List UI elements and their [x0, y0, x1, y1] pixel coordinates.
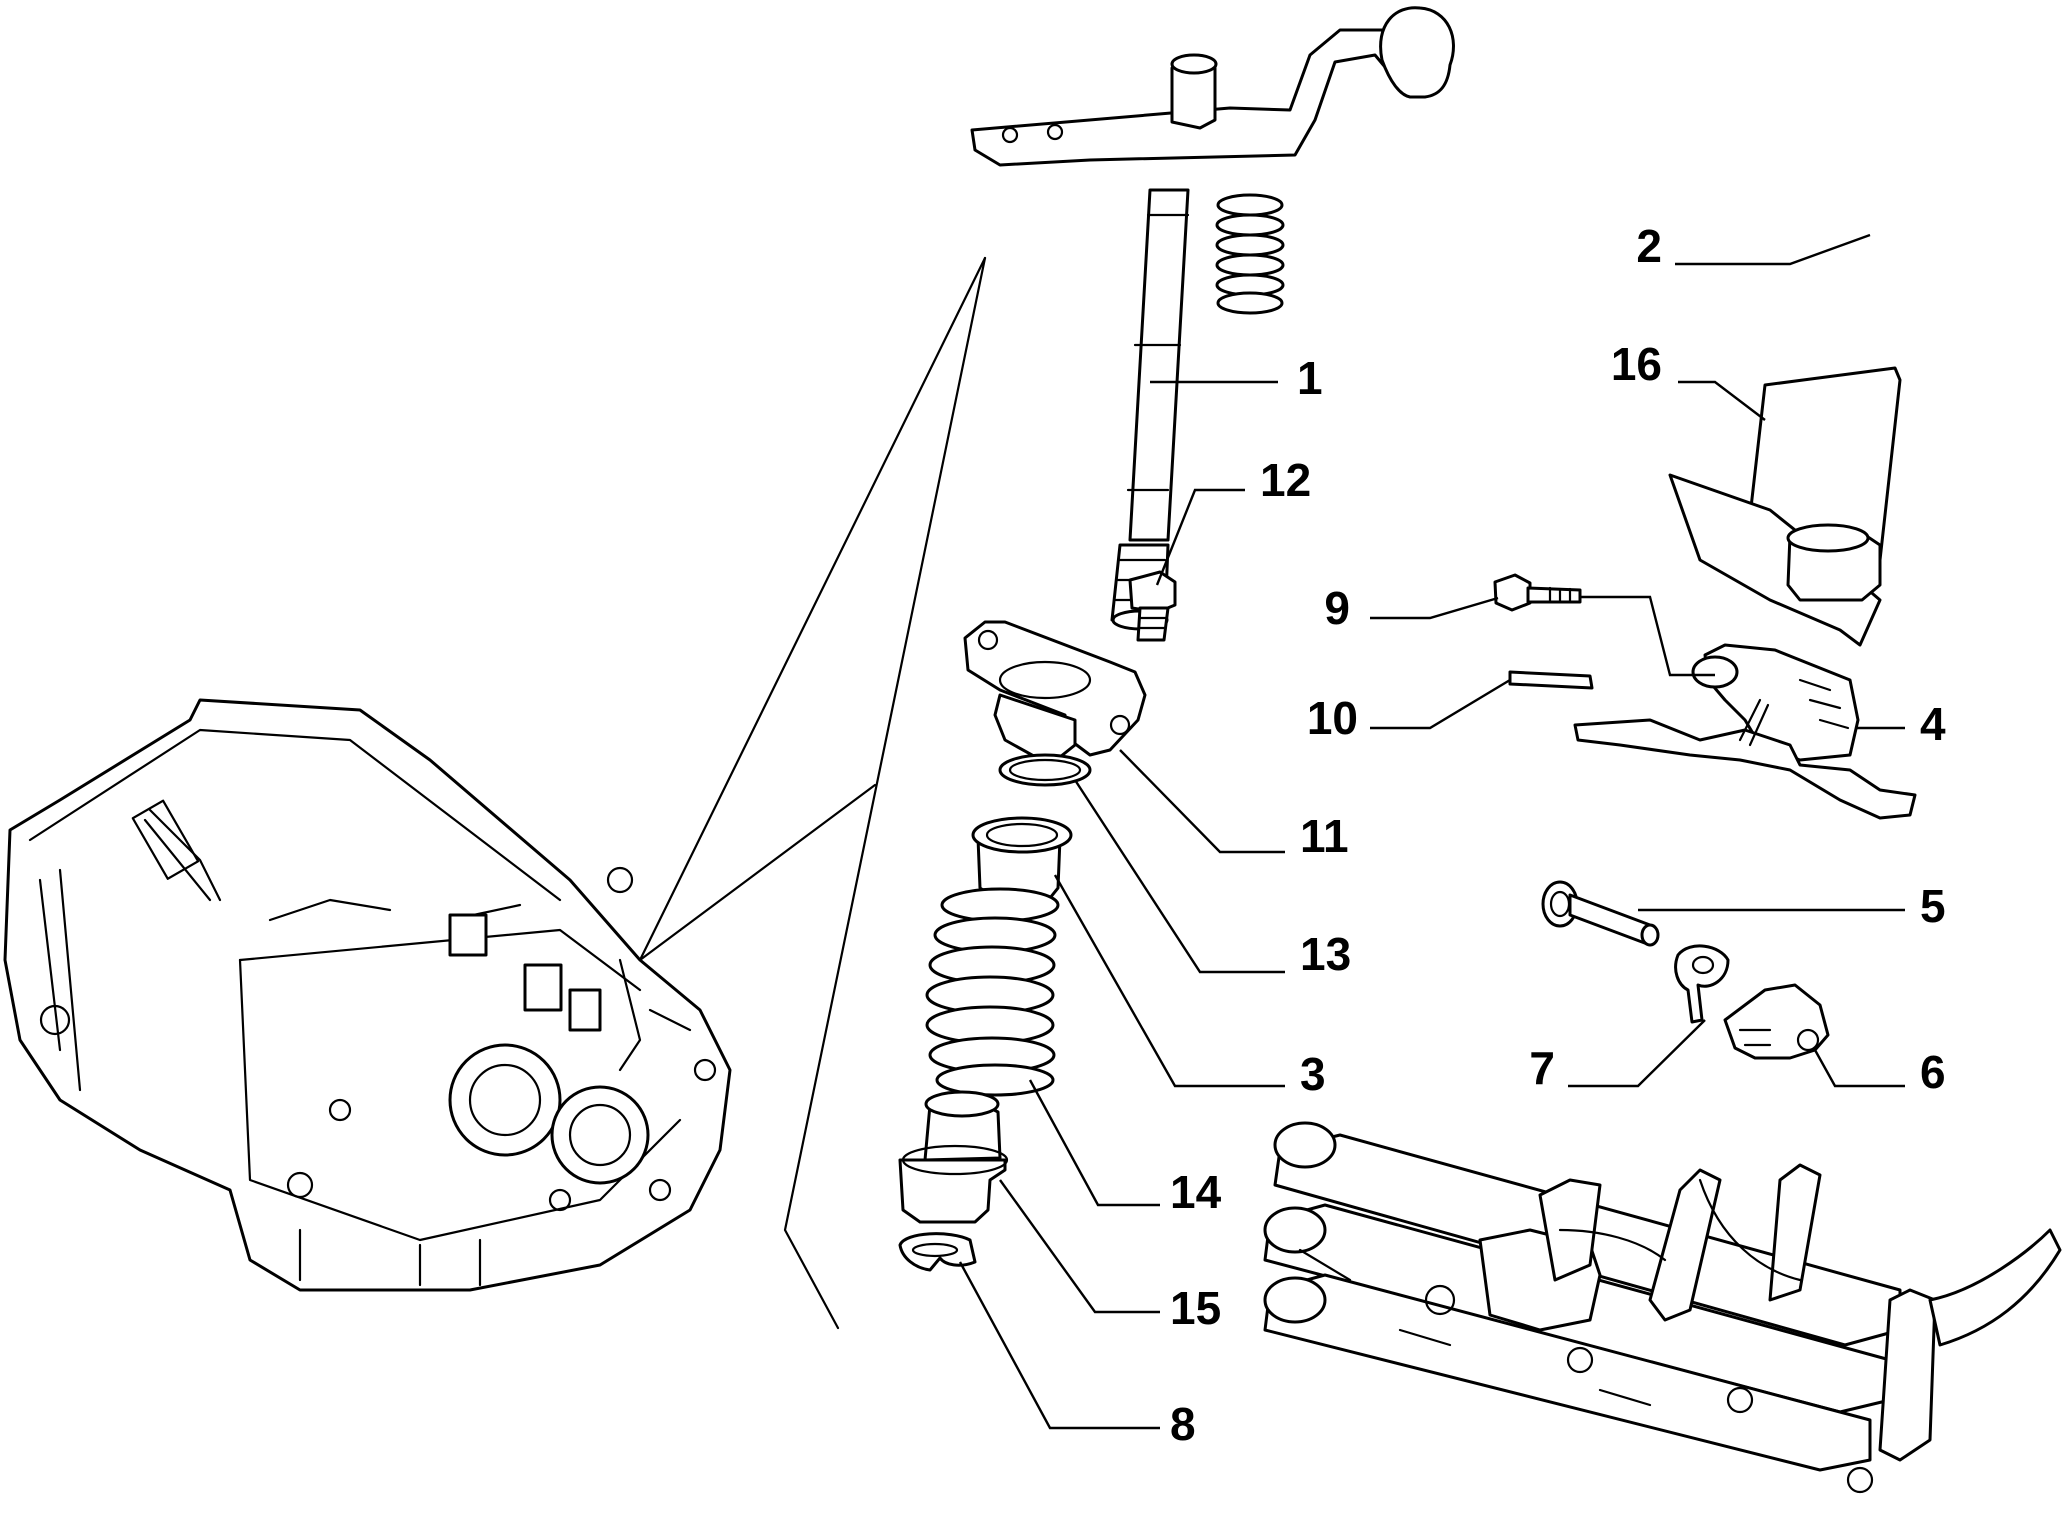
callout-16: 16: [1611, 338, 1662, 390]
leader-13: [1073, 779, 1285, 974]
callout-8: 8: [1170, 1398, 1196, 1450]
part-10-pin: [1508, 670, 1594, 690]
leader-11: [1119, 749, 1285, 854]
callout-3: 3: [1300, 1048, 1326, 1100]
part-1-selector-shaft: [970, 6, 1455, 631]
part-13-o-ring: [998, 753, 1092, 787]
part-11-plate: [963, 620, 1147, 767]
leader-8: [958, 1261, 1160, 1430]
shift-rods-and-forks: [1263, 1121, 2062, 1494]
part-16-guide-plate: [1668, 366, 1902, 647]
callout-numbers: 1 2 16 12 9 10 4 11 13 5 3 7 6 14 15 8: [1170, 220, 1946, 1450]
callout-12: 12: [1260, 454, 1311, 506]
zoom-lines: [638, 256, 987, 1330]
callout-2: 2: [1636, 220, 1662, 272]
callout-14: 14: [1170, 1166, 1222, 1218]
callout-15: 15: [1170, 1282, 1221, 1334]
callout-11: 11: [1300, 810, 1349, 862]
part-15-bushing: [898, 1090, 1009, 1224]
leader-2: [1675, 233, 1871, 266]
callout-5: 5: [1920, 880, 1946, 932]
leader-3: [1053, 874, 1285, 1088]
callout-4: 4: [1920, 698, 1946, 750]
part-14-spring: [925, 887, 1060, 1097]
part-6-cam: [1723, 983, 1830, 1060]
callout-1: 1: [1297, 352, 1323, 404]
callout-6: 6: [1920, 1046, 1946, 1098]
leader-14: [1028, 1079, 1160, 1207]
part-7-clip: [1674, 944, 1730, 1024]
leader-7: [1568, 1019, 1706, 1088]
part-4-selector-finger: [1573, 643, 1917, 820]
leader-lines: [958, 233, 1905, 1430]
part-8-circlip: [898, 1232, 977, 1272]
callout-10: 10: [1307, 692, 1358, 744]
part-12-bolt: [1128, 570, 1177, 642]
callout-7: 7: [1529, 1042, 1555, 1094]
leader-6: [1813, 1049, 1905, 1088]
leader-9-bolt-line: [1580, 595, 1715, 677]
leader-9: [1370, 596, 1499, 620]
callout-9: 9: [1324, 582, 1350, 634]
part-2-small-spring: [1215, 193, 1285, 315]
leader-12: [1155, 488, 1245, 586]
leader-16: [1678, 380, 1766, 421]
gearbox-housing: [3, 698, 732, 1292]
leader-15: [999, 1179, 1160, 1314]
part-9-bolt: [1493, 573, 1582, 612]
callout-13: 13: [1300, 928, 1351, 980]
part-3-bushing: [971, 816, 1073, 900]
part-5-pin: [1541, 880, 1660, 947]
leader-10: [1370, 678, 1511, 730]
